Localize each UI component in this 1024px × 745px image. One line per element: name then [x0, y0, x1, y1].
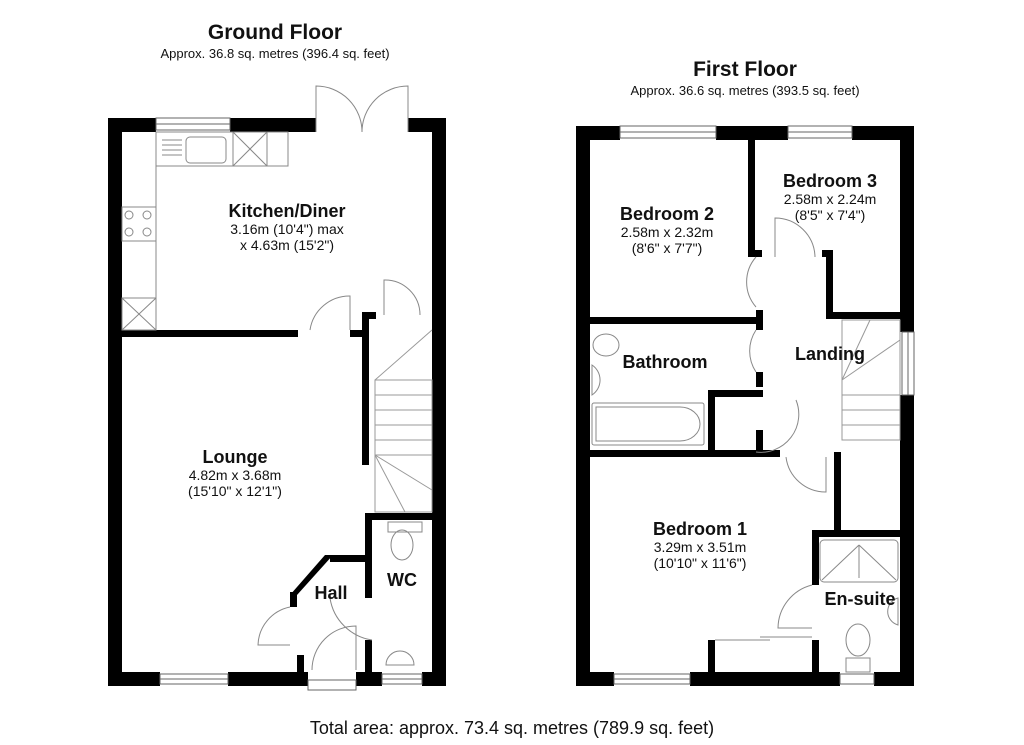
first-floor-walls — [576, 126, 914, 686]
bedroom-1-dim-1: 3.29m x 3.51m — [653, 539, 747, 555]
ground-floor-walls — [108, 118, 446, 686]
bedroom-3-dim-1: 2.58m x 2.24m — [783, 191, 877, 207]
first-floor-title: First Floor — [693, 58, 797, 81]
bedroom-3-label: Bedroom 3 — [782, 171, 878, 191]
ground-floor-area: Approx. 36.8 sq. metres (396.4 sq. feet) — [160, 46, 390, 61]
ground-floor-stairs — [374, 329, 433, 513]
lounge-dim-1: 4.82m x 3.68m — [188, 467, 282, 483]
hall-label: Hall — [314, 583, 348, 603]
ground-floor-windows — [155, 117, 423, 691]
bathroom-label: Bathroom — [622, 352, 708, 372]
first-floor-windows — [613, 125, 915, 685]
ground-floor-plan — [108, 85, 446, 691]
bedroom-2-dim-2: (8'6" x 7'7") — [631, 240, 703, 256]
landing-label: Landing — [795, 344, 865, 364]
kitchen-diner-dim-2: x 4.63m (15'2") — [239, 237, 334, 253]
kitchen-diner-dim-1: 3.16m (10'4") max — [230, 221, 344, 237]
bedroom-2-label: Bedroom 2 — [619, 204, 715, 224]
total-area: Total area: approx. 73.4 sq. metres (789… — [309, 718, 715, 738]
first-floor-area: Approx. 36.6 sq. metres (393.5 sq. feet) — [630, 83, 860, 98]
ensuite-label: En-suite — [824, 589, 896, 609]
bedroom-1-dim-2: (10'10" x 11'6") — [653, 555, 747, 571]
ground-floor-doors — [257, 85, 421, 671]
bedroom-3-dim-2: (8'5" x 7'4") — [794, 207, 866, 223]
bedroom-1-label: Bedroom 1 — [652, 519, 748, 539]
lounge-dim-2: (15'10" x 12'1") — [188, 483, 282, 499]
wc-fixtures — [385, 521, 423, 666]
first-floor-stairs — [841, 319, 901, 441]
kitchen-units — [121, 131, 289, 331]
wc-label: WC — [387, 570, 417, 590]
first-floor-doors — [715, 217, 827, 641]
lounge-label: Lounge — [202, 447, 268, 467]
kitchen-diner-label: Kitchen/Diner — [228, 201, 346, 221]
bedroom-2-dim-1: 2.58m x 2.32m — [620, 224, 714, 240]
bathroom-fixtures — [591, 333, 899, 673]
first-floor-plan — [576, 125, 915, 686]
ground-floor-title: Ground Floor — [207, 21, 343, 44]
